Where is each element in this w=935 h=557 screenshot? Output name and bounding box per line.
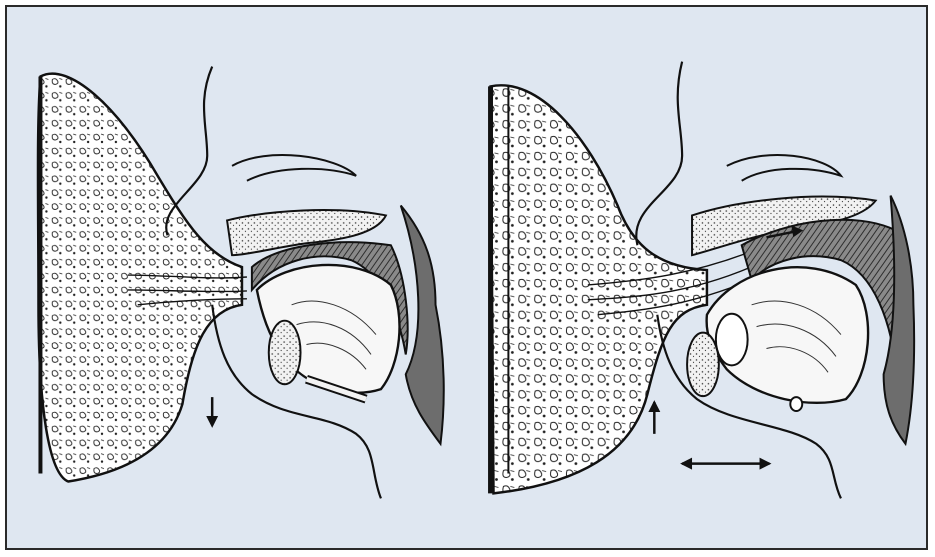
double-arrow-horizontal-icon xyxy=(680,458,771,470)
arrow-down-icon xyxy=(206,397,218,428)
arrow-up-icon xyxy=(648,400,660,434)
illustration-figure xyxy=(5,5,928,550)
left-anatomical-drawing xyxy=(7,7,467,548)
right-bone-mass xyxy=(491,85,707,493)
right-anatomical-drawing xyxy=(467,7,928,548)
